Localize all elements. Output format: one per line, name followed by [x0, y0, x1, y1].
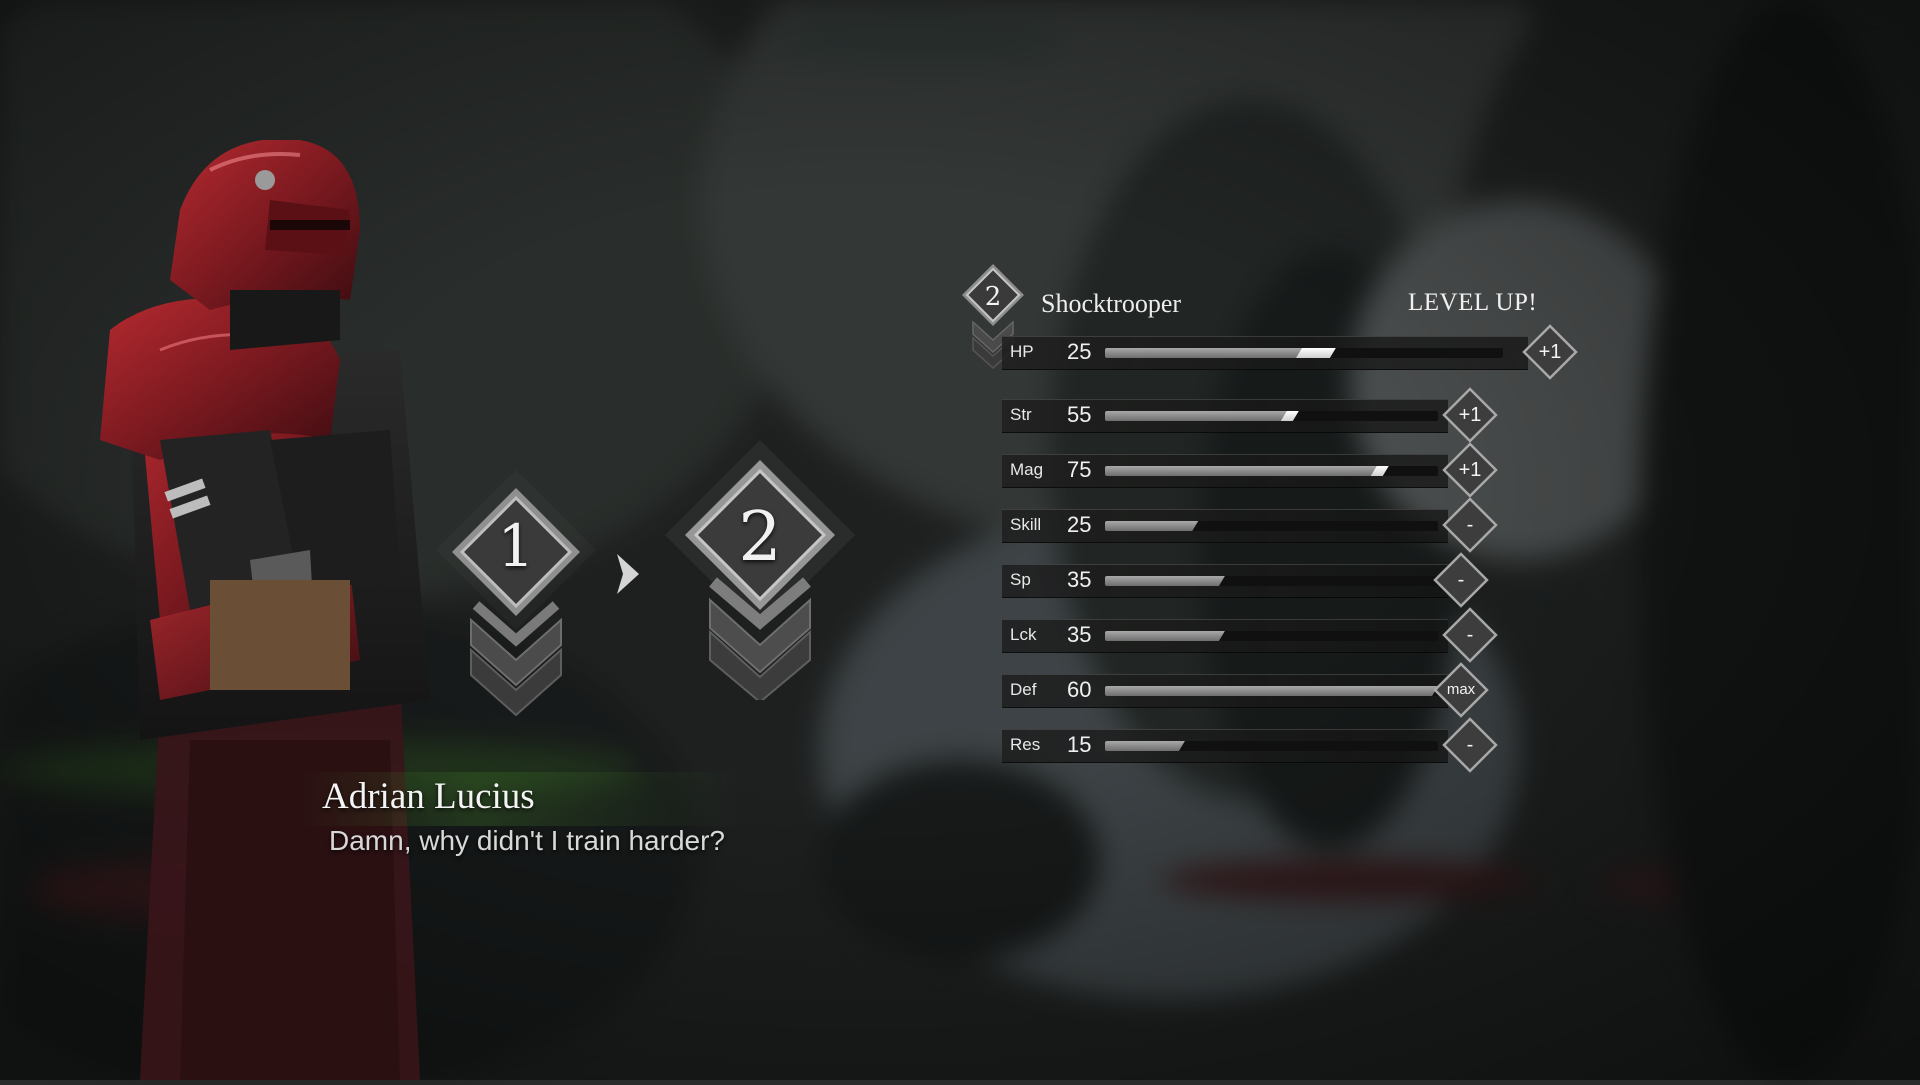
stat-gain-badge: -	[1442, 607, 1498, 663]
diamond-icon	[1442, 387, 1498, 443]
current-level-badge: 2	[655, 440, 865, 700]
chevron-right-icon	[617, 554, 639, 594]
stat-bar	[1105, 576, 1438, 586]
diamond-icon	[1433, 662, 1489, 718]
stat-bar	[1105, 466, 1438, 476]
stat-label: Res	[1010, 735, 1041, 754]
stat-gain-badge: -	[1433, 552, 1489, 608]
diamond-icon	[1442, 607, 1498, 663]
name-highlight	[300, 772, 740, 826]
class-level-number: 2	[984, 282, 1002, 312]
diamond-icon	[1442, 717, 1498, 773]
stat-bar	[1105, 411, 1438, 421]
diamond-icon	[1442, 442, 1498, 498]
diamond-icon	[1442, 497, 1498, 553]
stat-value: 35	[1067, 622, 1092, 647]
diamond-icon	[1433, 552, 1489, 608]
unit-name: Adrian Lucius	[322, 776, 535, 817]
stat-label: Lck	[1010, 625, 1037, 644]
stat-value: 15	[1067, 732, 1092, 757]
stat-gain-badge: -	[1442, 717, 1498, 773]
stat-gain-badge: max	[1433, 662, 1489, 718]
previous-level-number: 1	[497, 512, 535, 580]
stat-gain-badge: +1	[1442, 442, 1498, 498]
stat-label: Sp	[1010, 570, 1031, 589]
current-level-number: 2	[738, 498, 782, 577]
level-up-banner: LEVEL UP!	[1408, 289, 1538, 316]
stat-label: Mag	[1010, 460, 1044, 479]
stat-label: Def	[1010, 680, 1037, 699]
stat-value: 75	[1067, 457, 1092, 482]
stat-label: HP	[1010, 342, 1034, 361]
diamond-icon	[1522, 324, 1578, 380]
class-level-badge: 2	[958, 262, 1028, 372]
stat-value: 55	[1067, 402, 1092, 427]
unit-quote: Damn, why didn't I train harder?	[329, 825, 725, 856]
stat-label: Str	[1010, 405, 1032, 424]
stat-value: 25	[1067, 339, 1092, 364]
stat-bar	[1105, 631, 1438, 641]
stat-value: 60	[1067, 677, 1092, 702]
class-name: Shocktrooper	[1041, 289, 1182, 318]
stat-gain-badge: +1	[1442, 387, 1498, 443]
previous-level-badge: 1	[416, 470, 616, 730]
stat-bar	[1105, 348, 1503, 358]
stat-label: Skill	[1010, 515, 1042, 534]
stat-gain-badge: +1	[1522, 324, 1578, 380]
stat-bar	[1105, 686, 1438, 696]
stat-value: 35	[1067, 567, 1092, 592]
stat-bar	[1105, 521, 1438, 531]
stat-value: 25	[1067, 512, 1092, 537]
armored-character-portrait	[100, 138, 520, 1080]
stat-gain-badge: -	[1442, 497, 1498, 553]
stat-bar	[1105, 741, 1438, 751]
